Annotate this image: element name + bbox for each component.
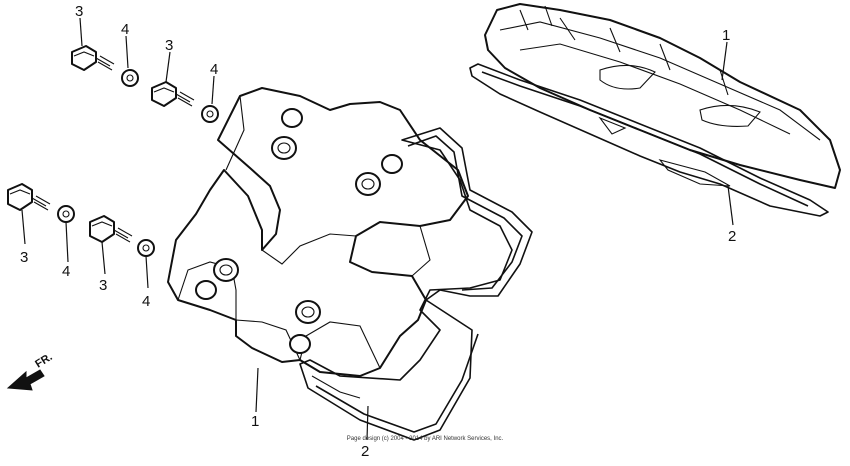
label-washer-b: 4 [210,61,218,78]
label-gasket-right: 2 [728,228,736,245]
front-direction-arrow: FR. [6,351,55,391]
bolt-3a [71,45,115,71]
label-cover-right: 1 [722,27,730,44]
label-washer-d: 4 [142,293,150,310]
leader-lines [21,17,734,441]
label-washer-c: 4 [62,263,70,280]
bolt-3d [89,215,133,243]
washer-4d [137,239,155,257]
cover-gasket-left [299,127,533,441]
cylinder-head-cover-left [167,87,469,377]
label-gasket-left: 2 [361,443,369,460]
bolt-3b [151,81,195,107]
label-bolt-b: 3 [165,37,173,54]
cover-bosses [195,108,403,354]
bolt-3c [7,183,51,211]
label-cover-left: 1 [251,413,259,430]
label-bolt-c: 3 [20,249,28,266]
washer-4b [201,105,219,123]
label-washer-a: 4 [121,21,129,38]
cover-gasket-right [469,63,829,217]
label-bolt-d: 3 [99,277,107,294]
copyright-notice: Page design (c) 2004 - 2014 by ARI Netwo… [346,436,504,442]
front-arrow-label: FR. [33,351,54,371]
washer-4a [121,69,139,87]
washer-4c [57,205,75,223]
cylinder-head-cover-right [484,3,841,189]
label-bolt-a: 3 [75,3,83,20]
